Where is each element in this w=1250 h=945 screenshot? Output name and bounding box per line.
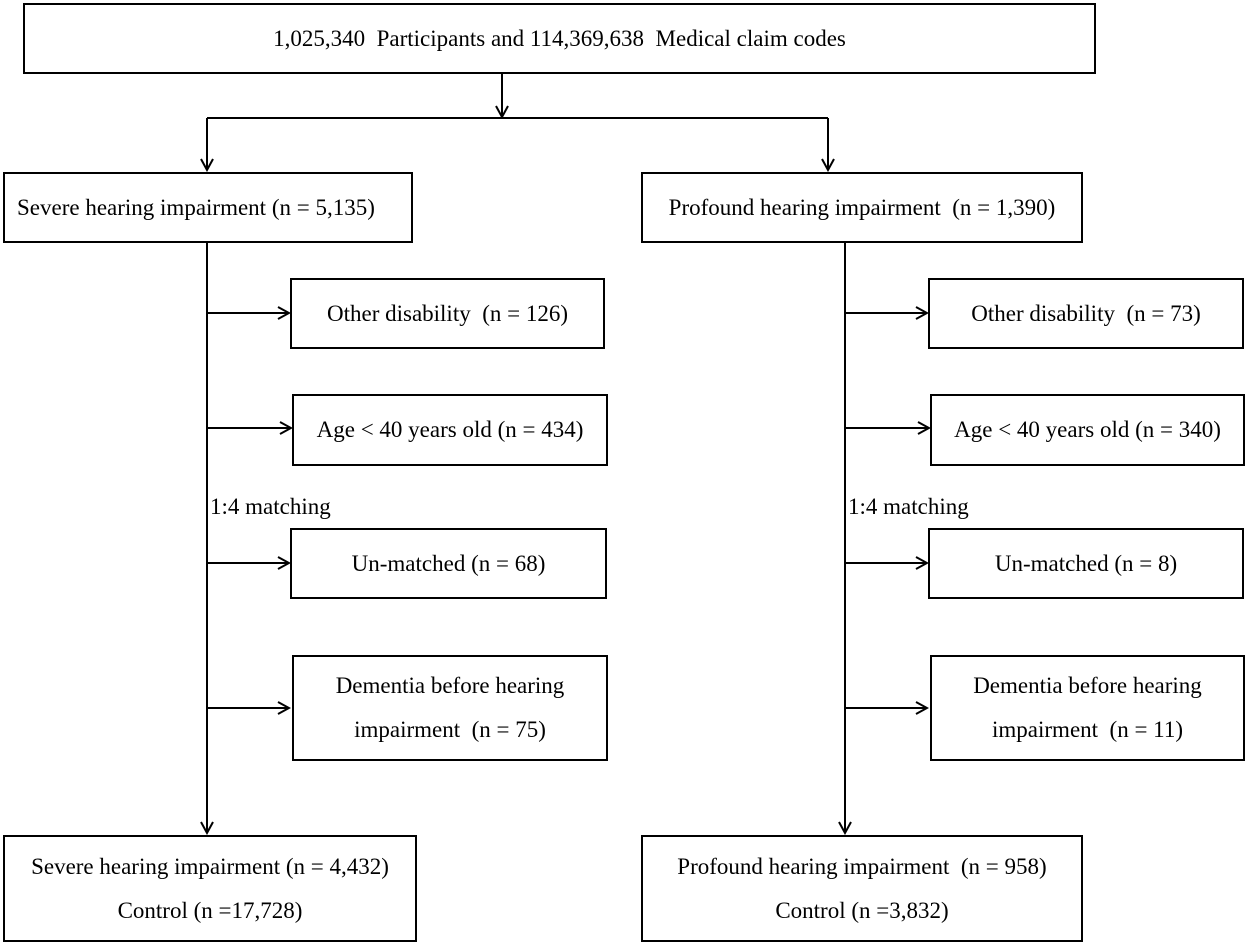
severe-dementia-box: Dementia before hearing impairment (n = …: [292, 655, 608, 761]
profound-start-box: Profound hearing impairment (n = 1,390): [641, 172, 1083, 243]
profound-unmatched-text: Un-matched (n = 8): [994, 550, 1178, 576]
severe-unmatched-text: Un-matched (n = 68): [351, 550, 546, 576]
profound-final-line2: Control (n =3,832): [775, 897, 949, 923]
severe-start-box: Severe hearing impairment (n = 5,135): [3, 172, 413, 243]
profound-unmatched-box: Un-matched (n = 8): [928, 528, 1244, 599]
severe-start-text: Severe hearing impairment (n = 5,135): [17, 194, 375, 220]
profound-age-box: Age < 40 years old (n = 340): [930, 394, 1245, 466]
severe-final-line1: Severe hearing impairment (n = 4,432): [31, 853, 389, 879]
severe-other-disability-text: Other disability (n = 126): [326, 300, 569, 326]
profound-age-text: Age < 40 years old (n = 340): [954, 417, 1221, 442]
profound-matching-label: 1:4 matching: [848, 494, 969, 519]
severe-final-box: Severe hearing impairment (n = 4,432) Co…: [3, 835, 417, 942]
root-participants-text: 1,025,340 Participants and 114,369,638 M…: [273, 25, 846, 51]
severe-matching-label: 1:4 matching: [210, 494, 331, 519]
profound-final-line1: Profound hearing impairment (n = 958): [677, 853, 1047, 879]
root-participants-box: 1,025,340 Participants and 114,369,638 M…: [23, 3, 1096, 74]
profound-start-text: Profound hearing impairment (n = 1,390): [668, 194, 1056, 220]
profound-final-box: Profound hearing impairment (n = 958) Co…: [641, 835, 1083, 942]
severe-other-disability-box: Other disability (n = 126): [290, 278, 605, 349]
profound-dementia-box: Dementia before hearing impairment (n = …: [930, 655, 1245, 761]
profound-other-disability-text: Other disability (n = 73): [971, 300, 1201, 326]
profound-dementia-line2: impairment (n = 11): [992, 717, 1183, 742]
severe-unmatched-box: Un-matched (n = 68): [290, 528, 607, 599]
severe-dementia-line2: impairment (n = 75): [354, 717, 546, 742]
severe-final-line2: Control (n =17,728): [117, 897, 303, 923]
profound-dementia-line1: Dementia before hearing: [973, 673, 1202, 698]
profound-other-disability-box: Other disability (n = 73): [928, 278, 1244, 349]
severe-age-box: Age < 40 years old (n = 434): [292, 394, 608, 466]
severe-dementia-line1: Dementia before hearing: [335, 673, 565, 698]
severe-age-text: Age < 40 years old (n = 434): [316, 417, 584, 442]
